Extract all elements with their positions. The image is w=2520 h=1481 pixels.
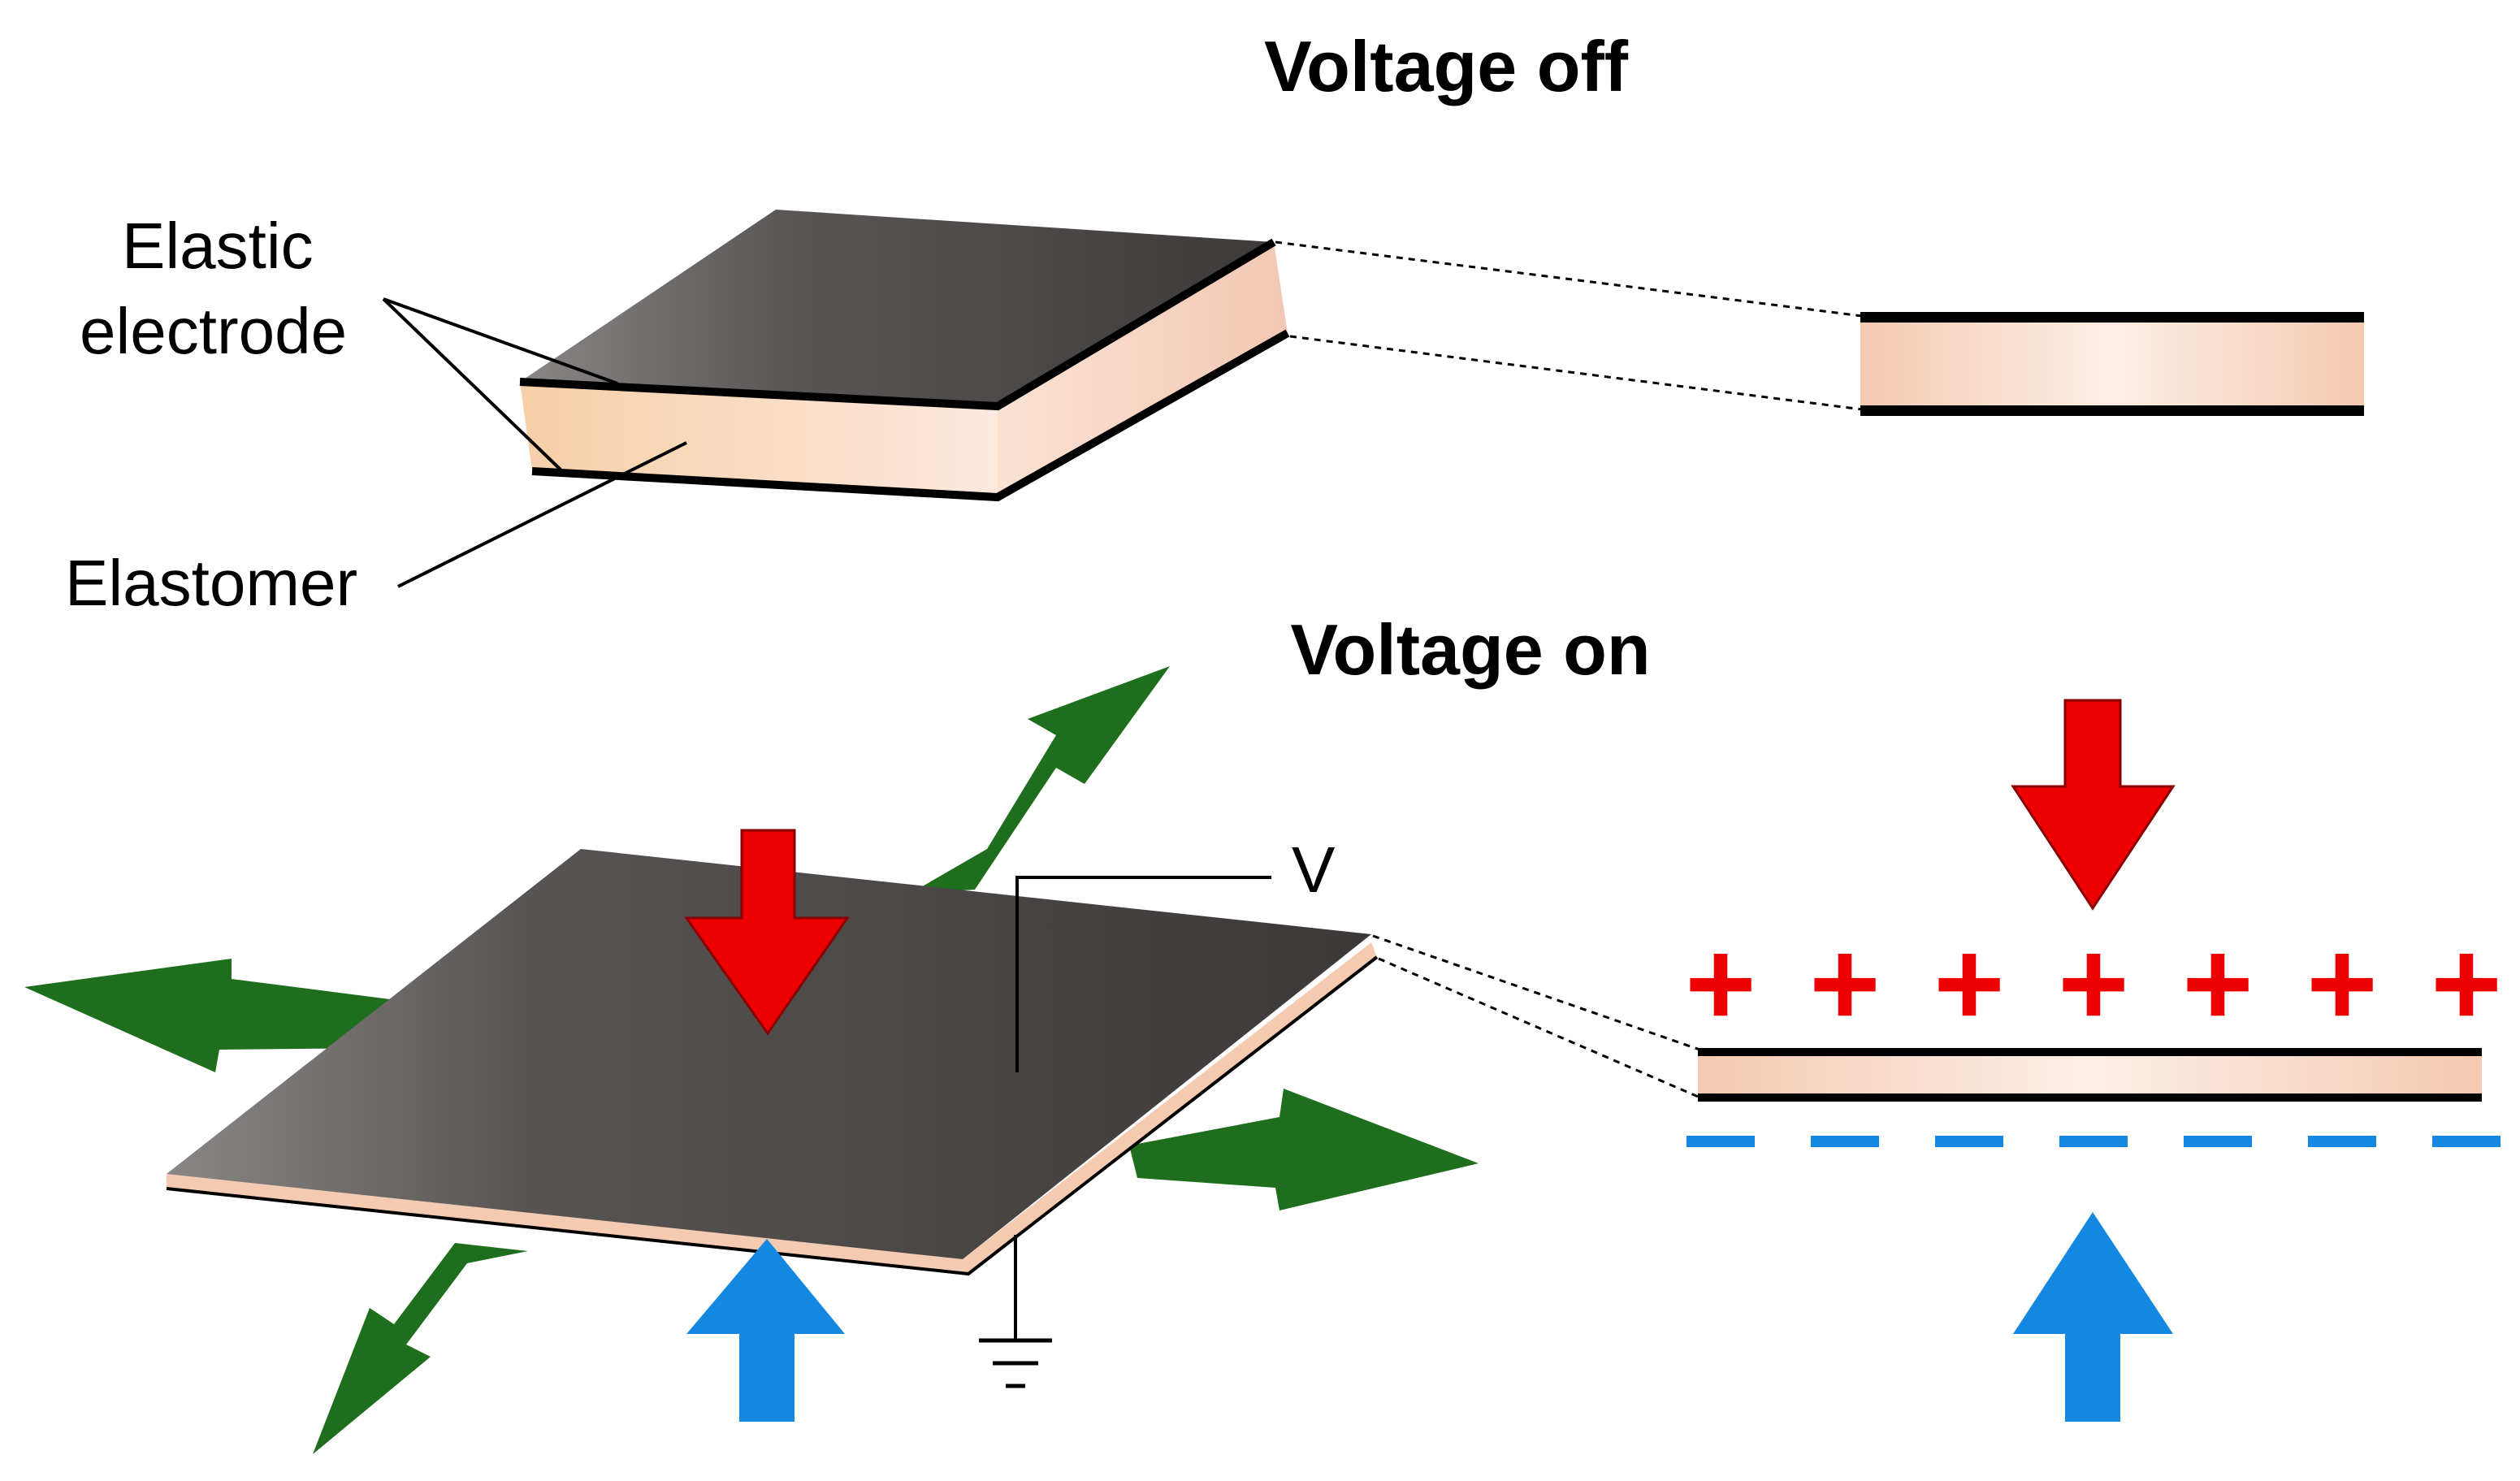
relaxed-top-electrode-edge: [519, 238, 1276, 411]
relaxed-cross-top-electrode: [1860, 312, 2364, 323]
compression-arrow-up-film: [686, 1239, 845, 1422]
leader-electrode-bottom: [382, 297, 562, 471]
relaxed-bottom-electrode-edge: [531, 329, 1290, 502]
relaxed-cross-elastomer: [1860, 317, 2364, 410]
stretch-arrow-left: [24, 959, 390, 1072]
positive-charge: +: [2058, 915, 2129, 1051]
positive-charge: +: [1685, 915, 1756, 1051]
zoom-line-bottom-off: [1289, 335, 1869, 412]
positive-charge: +: [2306, 915, 2378, 1051]
negative-charge: [2432, 1136, 2501, 1147]
stretched-bottom-electrode-edge: [166, 955, 1379, 1276]
zoom-line-top-on: [1372, 934, 1703, 1052]
negative-charges: [1686, 1136, 2501, 1147]
negative-charge: [1686, 1136, 1755, 1147]
title-voltage-off: Voltage off: [1264, 26, 1629, 106]
relaxed-elastomer-side: [998, 242, 1288, 497]
stretched-top-electrode: [167, 849, 1371, 1259]
label-elastic-line1: Elastic: [122, 210, 314, 282]
relaxed-cross-section: [1860, 312, 2364, 416]
compressed-cross-elastomer: [1698, 1052, 2482, 1097]
positive-charges: + + + + + + +: [1685, 915, 2502, 1051]
negative-charge: [1935, 1136, 2003, 1147]
relaxed-cross-bottom-electrode: [1860, 405, 2364, 416]
negative-charge: [2184, 1136, 2252, 1147]
negative-charge: [2059, 1136, 2128, 1147]
positive-charge: +: [2431, 915, 2502, 1051]
label-elastomer: Elastomer: [65, 547, 357, 619]
negative-charge: [1811, 1136, 1879, 1147]
zoom-line-bottom-on: [1378, 957, 1703, 1100]
label-voltage: V: [1292, 834, 1336, 906]
stretch-arrow-right: [1129, 1089, 1479, 1210]
voltage-wire: [1015, 876, 1271, 1072]
stretch-arrow-up-right: [910, 666, 1170, 894]
ground-symbol-icon: [979, 1338, 1052, 1388]
positive-charge: +: [1809, 915, 1881, 1051]
positive-charge: +: [2182, 915, 2254, 1051]
zoom-line-top-off: [1275, 240, 1869, 318]
compressed-cross-top-electrode: [1698, 1048, 2482, 1056]
compression-arrow-down-film: [684, 829, 850, 1036]
title-voltage-on: Voltage on: [1290, 609, 1650, 690]
compressed-cross-section: [1698, 1048, 2482, 1102]
compression-arrow-down-section: [2011, 699, 2176, 911]
stretch-arrow-down-left: [313, 1243, 528, 1454]
relaxed-actuator-block: [519, 210, 1290, 502]
label-elastic-line2: electrode: [80, 295, 347, 367]
compressed-cross-bottom-electrode: [1698, 1093, 2482, 1102]
positive-charge: +: [1933, 915, 2005, 1051]
relaxed-top-electrode: [520, 210, 1274, 406]
leader-elastomer: [397, 441, 687, 588]
leader-electrode-top: [383, 297, 618, 385]
relaxed-elastomer-front: [520, 382, 998, 497]
negative-charge: [2308, 1136, 2376, 1147]
compression-arrow-up-section: [2013, 1212, 2173, 1422]
stretched-actuator-film: [166, 849, 1379, 1276]
